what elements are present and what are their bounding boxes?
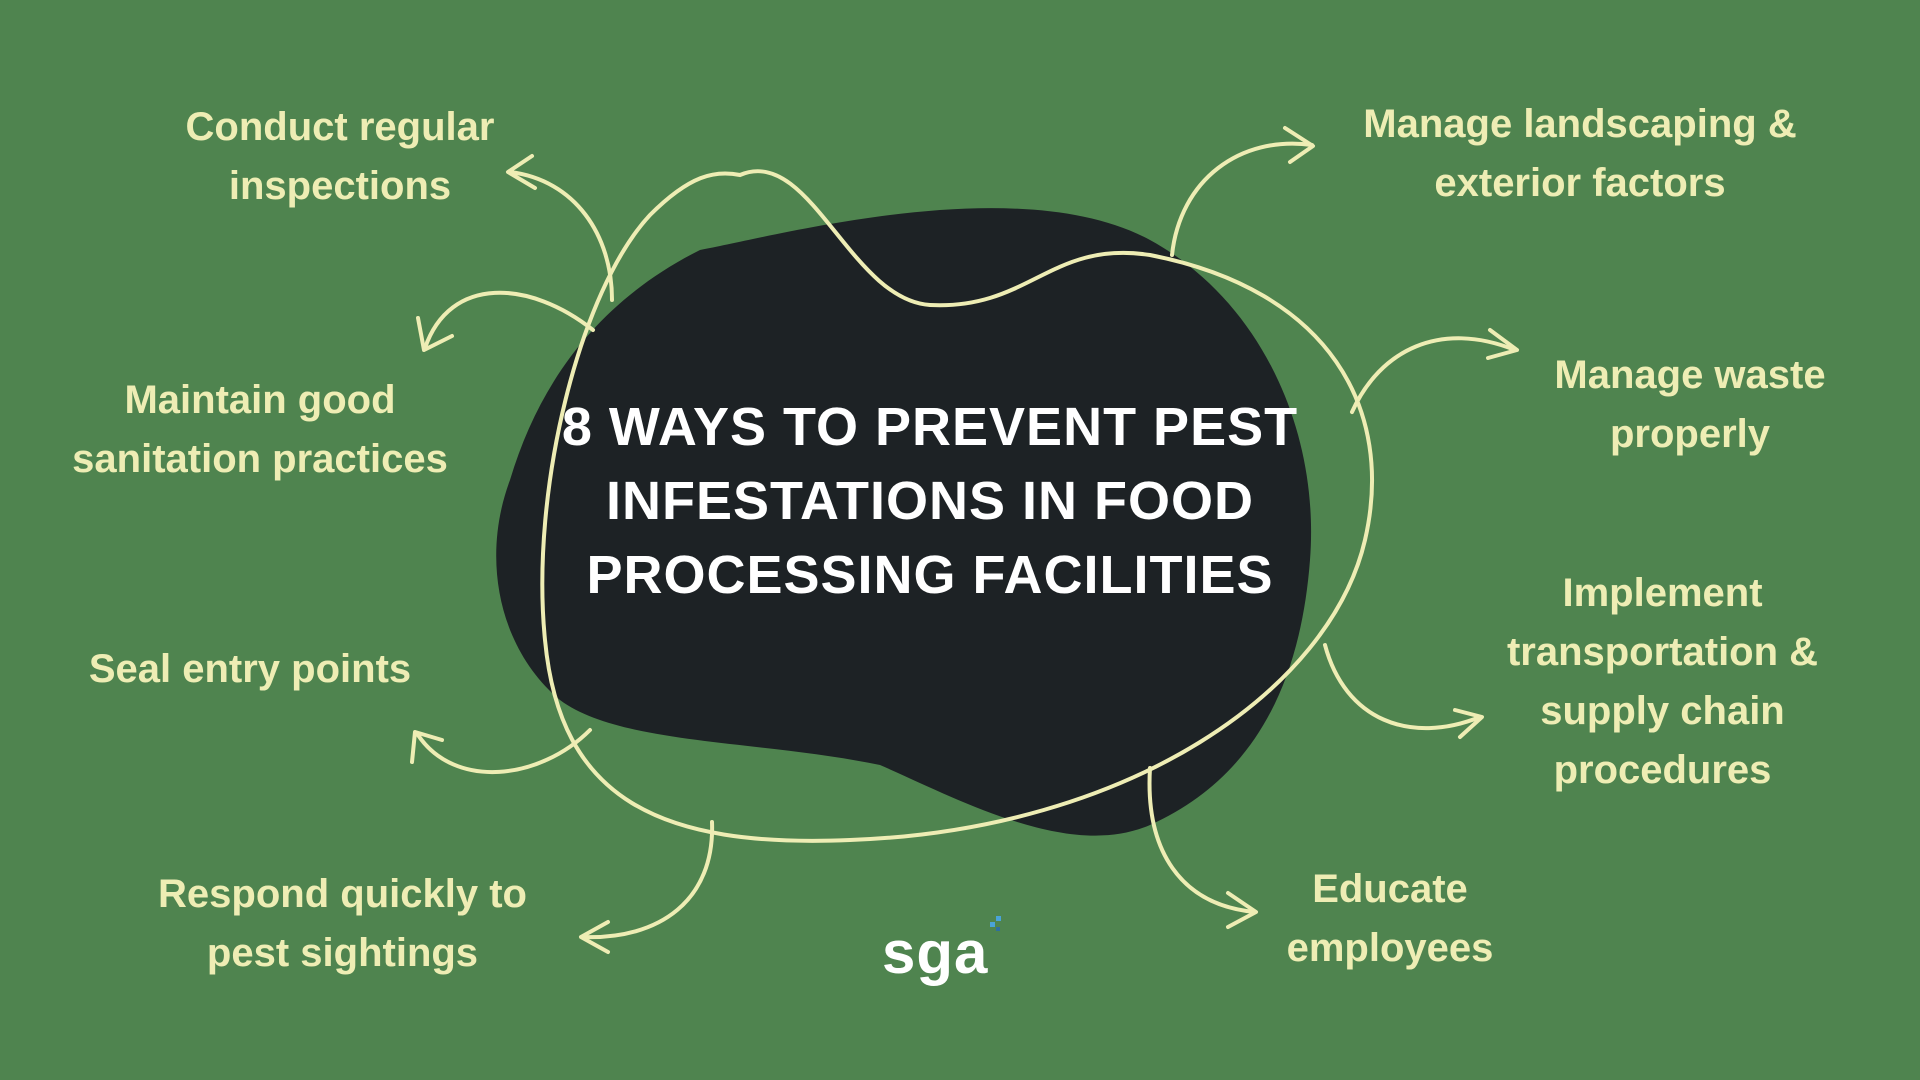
- arrowhead-educate-employees: [1226, 891, 1258, 929]
- way-manage-waste: Manage waste properly: [1530, 346, 1850, 464]
- central-blob: [496, 208, 1312, 836]
- arrowhead-manage-waste: [1486, 328, 1519, 360]
- way-manage-waste-line2: properly: [1609, 412, 1771, 456]
- arrow-maintain-sanitation: [423, 290, 595, 350]
- way-educate-employees-line2: employees: [1286, 926, 1494, 970]
- arrow-implement-transportation: [1323, 643, 1482, 731]
- way-educate-employees: Educate employees: [1240, 860, 1540, 978]
- arrowhead-maintain-sanitation: [416, 316, 454, 352]
- arrowhead-conduct-inspections: [506, 154, 537, 190]
- way-implement-transportation-line2: transportation &: [1506, 630, 1819, 674]
- arrowhead-implement-transportation: [1453, 708, 1484, 739]
- way-conduct-inspections: Conduct regular inspections: [140, 98, 540, 216]
- way-manage-landscaping: Manage landscaping & exterior factors: [1330, 95, 1830, 213]
- way-educate-employees-line1: Educate: [1312, 867, 1468, 911]
- way-manage-landscaping-line1: Manage landscaping &: [1363, 102, 1797, 146]
- arrowhead-seal-entry: [410, 730, 444, 764]
- arrowhead-manage-landscaping: [1283, 126, 1315, 164]
- outline-loop: [540, 169, 1374, 843]
- arrow-manage-landscaping: [1170, 141, 1314, 257]
- way-maintain-sanitation-line2: sanitation practices: [72, 437, 448, 481]
- way-implement-transportation-line4: procedures: [1553, 748, 1772, 792]
- way-implement-transportation: Implement transportation & supply chain …: [1480, 564, 1845, 800]
- arrow-manage-waste: [1350, 336, 1517, 414]
- arrowhead-respond-quickly: [579, 920, 610, 954]
- way-respond-quickly-line1: Respond quickly to: [158, 872, 527, 916]
- way-respond-quickly: Respond quickly to pest sightings: [130, 865, 555, 983]
- way-manage-landscaping-line2: exterior factors: [1434, 161, 1726, 205]
- arrow-conduct-inspections: [508, 170, 614, 302]
- way-maintain-sanitation: Maintain good sanitation practices: [40, 371, 480, 489]
- arrow-respond-quickly: [580, 820, 715, 940]
- way-conduct-inspections-line1: Conduct regular: [185, 105, 495, 149]
- arrow-seal-entry: [416, 728, 592, 775]
- way-implement-transportation-line3: supply chain: [1540, 689, 1785, 733]
- way-implement-transportation-line1: Implement: [1562, 571, 1763, 615]
- arrow-educate-employees: [1147, 766, 1257, 914]
- way-seal-entry-points: Seal entry points: [50, 640, 450, 699]
- way-seal-entry-points-line1: Seal entry points: [88, 647, 412, 691]
- way-conduct-inspections-line2: inspections: [228, 164, 452, 208]
- infographic-title: 8 WAYS TO PREVENT PEST INFESTATIONS IN F…: [561, 397, 1299, 605]
- way-respond-quickly-line2: pest sightings: [206, 931, 479, 975]
- way-manage-waste-line1: Manage waste: [1554, 353, 1826, 397]
- logo-pixel-mark-icon: [990, 916, 1001, 931]
- way-maintain-sanitation-line1: Maintain good: [124, 378, 396, 422]
- sga-logo: sga: [882, 919, 989, 986]
